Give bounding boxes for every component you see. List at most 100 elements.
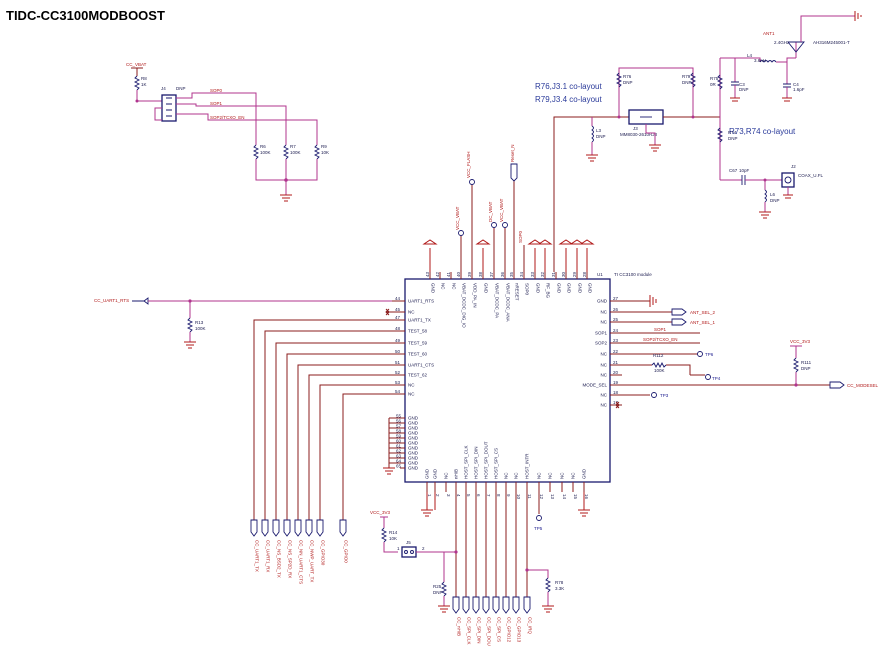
net-sop1: SOP1 xyxy=(210,101,223,106)
net-flag-label: CC_NWP_UART_TX xyxy=(310,540,315,582)
u1-pin-num: 29 xyxy=(572,271,577,277)
net-flag-shape xyxy=(250,519,258,537)
svg-text:3.6nH: 3.6nH xyxy=(754,58,766,63)
u1-name: TI CC3100 module xyxy=(614,272,652,277)
resistor-r75: R75 0R xyxy=(710,74,724,90)
u1-gnd-pin-name: GND xyxy=(408,446,419,451)
u1-gnd-pin-num: 55 xyxy=(396,414,402,419)
svg-text:J4: J4 xyxy=(161,86,166,91)
net-flag-label: CC_GPIO12 xyxy=(507,617,512,643)
u1-pin-num: 14 xyxy=(562,494,567,500)
svg-text:2: 2 xyxy=(422,546,425,551)
svg-text:R74: R74 xyxy=(728,130,737,135)
u1-pin-num: 5 xyxy=(466,494,471,497)
capacitor-c3: C3 DNP xyxy=(730,62,749,102)
u1-pin-num: 13 xyxy=(550,494,555,500)
svg-text:DNP: DNP xyxy=(801,366,811,371)
jumper-j5: J5 1 2 xyxy=(397,540,425,558)
net-dc-vbat: DC_VBAT xyxy=(488,201,493,222)
net-flag-shape xyxy=(261,519,269,537)
u1-pin-name: GND xyxy=(582,468,587,479)
u1-top-nets: VCC_FLASH VCC_VBAT DC_VBAT VCC_VBAT Rese… xyxy=(422,144,595,272)
u1-bottom-pins: 1GND2GND3NC4nHIB5HOST_SPI_CLK6HOST_SPI_D… xyxy=(425,441,590,499)
u1-pin-num: 23 xyxy=(613,338,619,343)
u1-pin-name: nRESET xyxy=(515,283,520,301)
net-flag-shape xyxy=(316,519,324,537)
ground-symbol xyxy=(280,194,292,202)
resistor-r74: R74 DNP xyxy=(716,127,738,143)
svg-text:DNP: DNP xyxy=(433,590,443,595)
tp4: TP4 xyxy=(712,376,721,381)
net-flag-shape xyxy=(523,596,531,614)
u1-gnd-pin-name: GND xyxy=(408,416,419,421)
resistor-r111: R111 DNP xyxy=(792,357,812,373)
u1-pin-num: 54 xyxy=(395,389,401,394)
u1-gnd-pin-name: GND xyxy=(408,456,419,461)
u1-pin-name: SOP1 xyxy=(595,331,608,336)
u1-pin-name: NC xyxy=(514,472,519,479)
u1-pin-name: NC xyxy=(571,472,576,479)
net-flag-shape xyxy=(294,519,302,537)
u1-pin-num: 18 xyxy=(613,390,619,395)
u1-pin-name: MODE_SEL xyxy=(582,383,607,388)
u1-pin-num: 1 xyxy=(427,494,432,497)
net-flag-shape xyxy=(452,596,460,614)
net-flag-label: CC_IRQ xyxy=(528,617,533,635)
u1-pin-num: 41 xyxy=(446,271,451,277)
svg-text:R9: R9 xyxy=(321,144,327,149)
svg-text:DNP: DNP xyxy=(728,136,738,141)
u1-pin-num: 49 xyxy=(395,338,401,343)
u1-pin-num: 53 xyxy=(395,380,401,385)
u1-pin-name: NC xyxy=(548,472,553,479)
u1-pin-name: nHIB xyxy=(454,469,459,479)
rf-section: R76,J3.1 co-layout R79,J3.4 co-layout R7… xyxy=(535,11,862,272)
svg-text:R79: R79 xyxy=(682,74,691,79)
u1-pin-num: 32 xyxy=(540,271,545,277)
u1-pin-name: GND xyxy=(425,468,430,479)
u1-pin-num: 38 xyxy=(478,271,483,277)
u1-gnd-pin-name: GND xyxy=(408,461,419,466)
note-r79-j3: R79,J3.4 co-layout xyxy=(535,95,602,104)
u1-pin-num: 48 xyxy=(395,326,401,331)
net-flag-shape xyxy=(283,519,291,537)
u1-pin-num: 15 xyxy=(573,494,578,500)
net-sop2-right: SOP2/TCXO_EN xyxy=(643,337,678,342)
svg-text:AH316M245001-T: AH316M245001-T xyxy=(813,40,850,45)
u1-gnd-pin-name: GND xyxy=(408,451,419,456)
u1-pin-name: UART1_TX xyxy=(408,318,431,323)
u1-right-pins: 27GND26NC25NC24SOP123SOP222NC21NC20NC19M… xyxy=(582,296,622,408)
net-ant-sel1: ANT_SEL_1 xyxy=(690,320,716,325)
u1-gnd-pin-num: 57 xyxy=(396,424,402,429)
u1-pin-name: SOP0 xyxy=(525,283,530,296)
u1-pin-name: GND xyxy=(578,283,583,294)
u1-pin-name: HOST_INTR xyxy=(525,453,530,479)
u1-pin-num: 22 xyxy=(613,349,619,354)
resistor-r13: R13 100K xyxy=(186,317,206,333)
note-r73-r74: R73,R74 co-layout xyxy=(729,127,796,136)
svg-text:3.3K: 3.3K xyxy=(555,586,564,591)
u1-pin-name: SOP2 xyxy=(595,341,608,346)
svg-text:R6: R6 xyxy=(260,144,266,149)
svg-text:COAX_U.FL: COAX_U.FL xyxy=(798,173,824,178)
u1-pin-num: 4 xyxy=(456,494,461,497)
svg-text:DNP: DNP xyxy=(623,80,633,85)
u1-pin-num: 52 xyxy=(395,370,401,375)
u1-pin-name: HOST_SPI_CLK xyxy=(464,445,469,479)
u1-pin-num: 20 xyxy=(613,370,619,375)
u1-pin-num: 25 xyxy=(613,317,619,322)
u1-gnd-pin-name: GND xyxy=(408,441,419,446)
u1-pin-name: HOST_SPI_DIN xyxy=(474,446,479,479)
inductor-l3: L3 DNP xyxy=(591,125,606,143)
svg-text:R13: R13 xyxy=(195,320,204,325)
net-sop1-right: SOP1 xyxy=(654,327,667,332)
u1-pin-name: HOST_SPI_CS xyxy=(494,448,499,479)
svg-text:J2: J2 xyxy=(791,164,796,169)
u1-pin-name: TEST_60 xyxy=(408,352,428,357)
u1-pin-name: GND xyxy=(567,283,572,294)
u1-gnd-pin-num: 60 xyxy=(396,439,402,444)
net-flag-shape xyxy=(305,519,313,537)
u1-pin-name: TEST_59 xyxy=(408,341,428,346)
resistor-r79: R79 DNP xyxy=(682,72,697,88)
u1-pin-num: 30 xyxy=(561,271,566,277)
